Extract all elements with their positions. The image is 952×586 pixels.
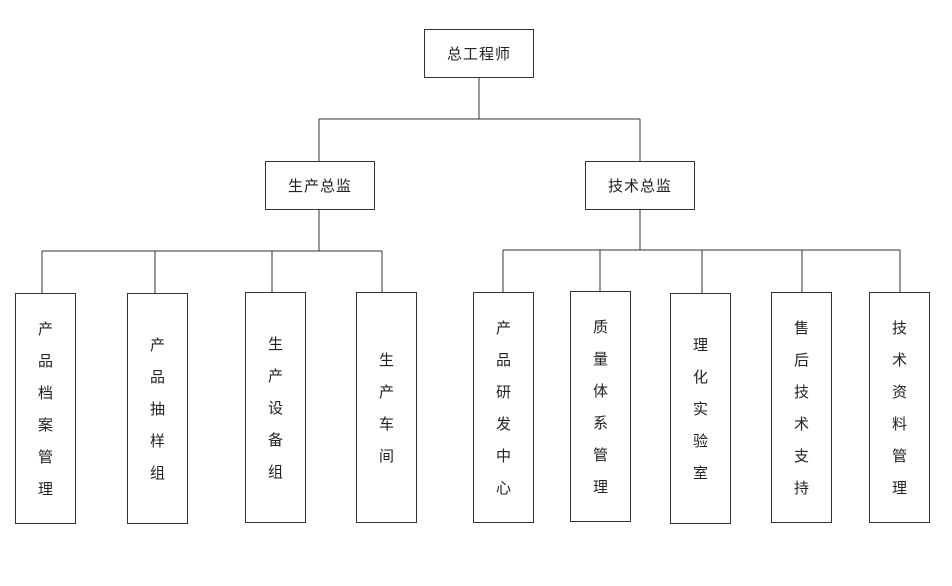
- node-product-sampling-group-label: 产品抽样组: [149, 335, 165, 482]
- node-technical-documents-management-label: 技术资料管理: [891, 318, 907, 497]
- node-tech-director-label: 技术总监: [607, 177, 672, 195]
- node-production-equipment-group: 生产设备组: [245, 292, 306, 523]
- node-tech-director: 技术总监: [585, 161, 695, 210]
- node-quality-system-management-label: 质量体系管理: [592, 317, 608, 496]
- node-production-equipment-group-label: 生产设备组: [267, 334, 283, 481]
- node-production-director-label: 生产总监: [287, 177, 352, 195]
- node-quality-system-management: 质量体系管理: [570, 291, 631, 522]
- node-product-archive-management: 产品档案管理: [15, 293, 76, 524]
- node-technical-documents-management: 技术资料管理: [869, 292, 930, 523]
- node-physical-chemical-lab: 理化实验室: [670, 293, 731, 524]
- node-production-workshop-label: 生产车间: [378, 350, 394, 465]
- node-production-director: 生产总监: [265, 161, 375, 210]
- node-chief-engineer: 总工程师: [424, 29, 534, 78]
- node-product-rnd-center: 产品研发中心: [473, 292, 534, 523]
- node-product-rnd-center-label: 产品研发中心: [495, 318, 511, 497]
- node-production-workshop: 生产车间: [356, 292, 417, 523]
- node-product-sampling-group: 产品抽样组: [127, 293, 188, 524]
- node-product-archive-management-label: 产品档案管理: [37, 319, 53, 498]
- node-after-sales-tech-support-label: 售后技术支持: [793, 318, 809, 497]
- node-chief-engineer-label: 总工程师: [446, 45, 511, 63]
- node-physical-chemical-lab-label: 理化实验室: [692, 335, 708, 482]
- node-after-sales-tech-support: 售后技术支持: [771, 292, 832, 523]
